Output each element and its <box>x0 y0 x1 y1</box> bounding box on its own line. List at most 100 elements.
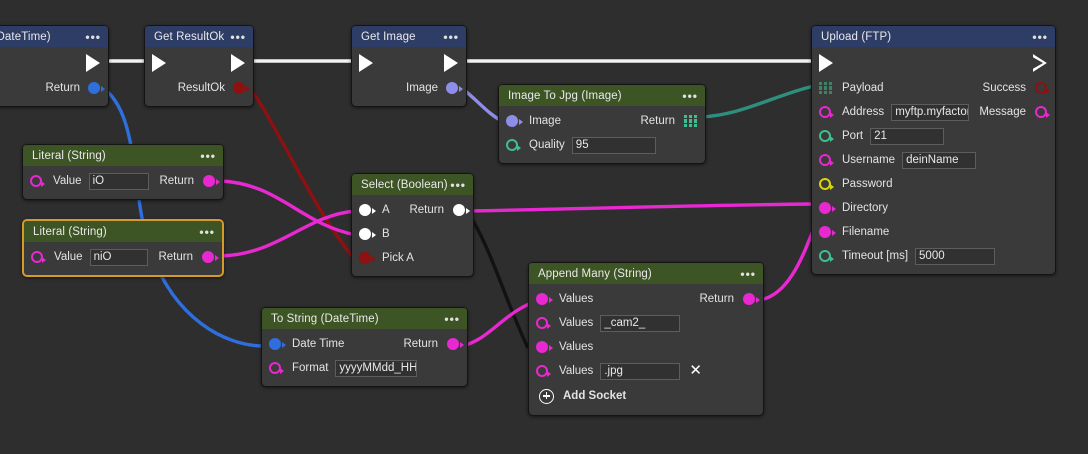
input-port-values-3[interactable] <box>536 341 553 353</box>
output-port-return[interactable] <box>743 293 760 305</box>
wire-literal-io-to-b <box>220 179 357 237</box>
output-port-return[interactable] <box>453 204 470 216</box>
node-menu-icon[interactable]: ••• <box>740 266 756 281</box>
input-port-pick-a[interactable] <box>359 252 376 264</box>
input-port-port[interactable] <box>819 130 834 142</box>
exec-out-arrow-icon[interactable] <box>444 54 458 72</box>
row-address: Address myftp.myfactor Message <box>812 100 1055 124</box>
node-select-boolean[interactable]: Select (Boolean) ••• A Return B Pick A <box>351 173 474 277</box>
node-header[interactable]: Get ResultOk ••• <box>145 26 253 47</box>
node-title: Literal (String) <box>32 149 106 162</box>
node-to-string-datetime[interactable]: To String (DateTime) ••• Date Time Retur… <box>261 307 468 387</box>
literal-value-input[interactable]: iO <box>88 172 150 190</box>
node-header[interactable]: Get Image ••• <box>352 26 466 47</box>
input-port-directory[interactable] <box>819 202 836 214</box>
node-menu-icon[interactable]: ••• <box>85 29 101 44</box>
row-payload: Payload Success <box>812 76 1055 100</box>
timeout-input[interactable]: 5000 <box>915 247 996 265</box>
node-image-to-jpg[interactable]: Image To Jpg (Image) ••• Image Return Qu… <box>498 84 706 164</box>
node-menu-icon[interactable]: ••• <box>230 29 246 44</box>
input-port-timeout[interactable] <box>819 250 834 262</box>
output-port-return[interactable] <box>203 175 220 187</box>
input-port-username[interactable] <box>819 154 834 166</box>
node-upload-ftp[interactable]: Upload (FTP) ••• Payload Success Address… <box>811 25 1056 275</box>
output-row-image: Image <box>352 76 466 100</box>
port-label: Pick A <box>382 252 414 264</box>
row-port: Port 21 <box>812 124 1055 148</box>
format-input[interactable]: yyyyMMdd_HH <box>335 359 418 377</box>
remove-socket-icon[interactable]: ✕ <box>689 362 702 379</box>
exec-out-arrow-icon[interactable] <box>231 54 245 72</box>
values-4-input[interactable]: .jpg <box>600 362 681 380</box>
input-port-a[interactable] <box>359 204 376 216</box>
input-port-image[interactable] <box>506 115 523 127</box>
input-port-values-2[interactable] <box>536 317 551 329</box>
node-header[interactable]: Literal (String) ••• <box>23 145 223 166</box>
username-input[interactable]: deinName <box>902 151 977 169</box>
input-port-values-1[interactable] <box>536 293 553 305</box>
node-now-datetime[interactable]: Now (DateTime) ••• Return <box>0 25 109 107</box>
input-port-password[interactable] <box>819 178 834 190</box>
node-append-many[interactable]: Append Many (String) ••• Values Return V… <box>528 262 764 416</box>
exec-in-arrow-icon[interactable] <box>152 54 166 72</box>
node-header[interactable]: Literal (String) ••• <box>24 221 222 242</box>
output-port-resultok[interactable] <box>233 82 250 94</box>
input-port-format[interactable] <box>269 362 284 374</box>
exec-in-arrow-icon[interactable] <box>359 54 373 72</box>
exec-out-arrow-icon[interactable] <box>1033 54 1047 72</box>
port-label-message: Message <box>979 106 1026 118</box>
port-label: Return <box>45 82 80 94</box>
output-port-return[interactable] <box>202 251 219 263</box>
node-menu-icon[interactable]: ••• <box>200 148 216 163</box>
node-menu-icon[interactable]: ••• <box>682 88 698 103</box>
output-port-success[interactable] <box>1035 82 1050 94</box>
port-label: Values <box>559 293 594 305</box>
node-literal-nio[interactable]: Literal (String) ••• Value niO Return <box>22 219 224 277</box>
input-port-address[interactable] <box>819 106 834 118</box>
output-port-image[interactable] <box>446 82 463 94</box>
input-port-value[interactable] <box>31 251 46 263</box>
values-2-input[interactable]: _cam2_ <box>600 314 681 332</box>
port-label-return: Return <box>159 175 194 187</box>
output-port-return-array-icon[interactable] <box>684 114 697 128</box>
port-label: Directory <box>842 202 889 214</box>
input-port-quality[interactable] <box>506 139 521 151</box>
output-port-message[interactable] <box>1035 106 1050 118</box>
node-header[interactable]: Select (Boolean) ••• <box>352 174 473 195</box>
exec-in-arrow-icon[interactable] <box>819 54 833 72</box>
node-header[interactable]: Upload (FTP) ••• <box>812 26 1055 47</box>
quality-input[interactable]: 95 <box>571 136 656 154</box>
node-body: Value iO Return <box>23 166 223 199</box>
input-port-values-4[interactable] <box>536 365 551 377</box>
node-menu-icon[interactable]: ••• <box>1032 29 1048 44</box>
exec-out-arrow-icon[interactable] <box>86 54 100 72</box>
output-port-return[interactable] <box>447 338 464 350</box>
node-menu-icon[interactable]: ••• <box>444 311 460 326</box>
port-label-return: Return <box>409 204 444 216</box>
input-port-date-time[interactable] <box>269 338 286 350</box>
node-header[interactable]: Append Many (String) ••• <box>529 263 763 284</box>
literal-value-input[interactable]: niO <box>89 248 149 266</box>
node-menu-icon[interactable]: ••• <box>199 224 215 239</box>
output-port-return[interactable] <box>88 82 105 94</box>
node-get-image[interactable]: Get Image ••• Image <box>351 25 467 107</box>
address-input[interactable]: myftp.myfactor <box>891 103 970 121</box>
node-header[interactable]: Image To Jpg (Image) ••• <box>499 85 705 106</box>
node-menu-icon[interactable]: ••• <box>450 177 466 192</box>
node-title: To String (DateTime) <box>271 312 379 325</box>
port-input[interactable]: 21 <box>870 127 945 145</box>
add-socket-button[interactable]: Add Socket <box>529 383 763 409</box>
node-get-resultok[interactable]: Get ResultOk ••• ResultOk <box>144 25 254 107</box>
node-menu-icon[interactable]: ••• <box>443 29 459 44</box>
row-image: Image Return <box>499 109 705 133</box>
input-port-value[interactable] <box>30 175 45 187</box>
input-port-filename[interactable] <box>819 226 836 238</box>
input-port-payload-array-icon[interactable] <box>819 81 832 95</box>
node-header[interactable]: Now (DateTime) ••• <box>0 26 108 47</box>
input-port-b[interactable] <box>359 228 376 240</box>
node-literal-io[interactable]: Literal (String) ••• Value iO Return <box>22 144 224 200</box>
node-body: Image <box>352 47 466 106</box>
node-body: Image Return Quality 95 <box>499 106 705 163</box>
node-header[interactable]: To String (DateTime) ••• <box>262 308 467 329</box>
